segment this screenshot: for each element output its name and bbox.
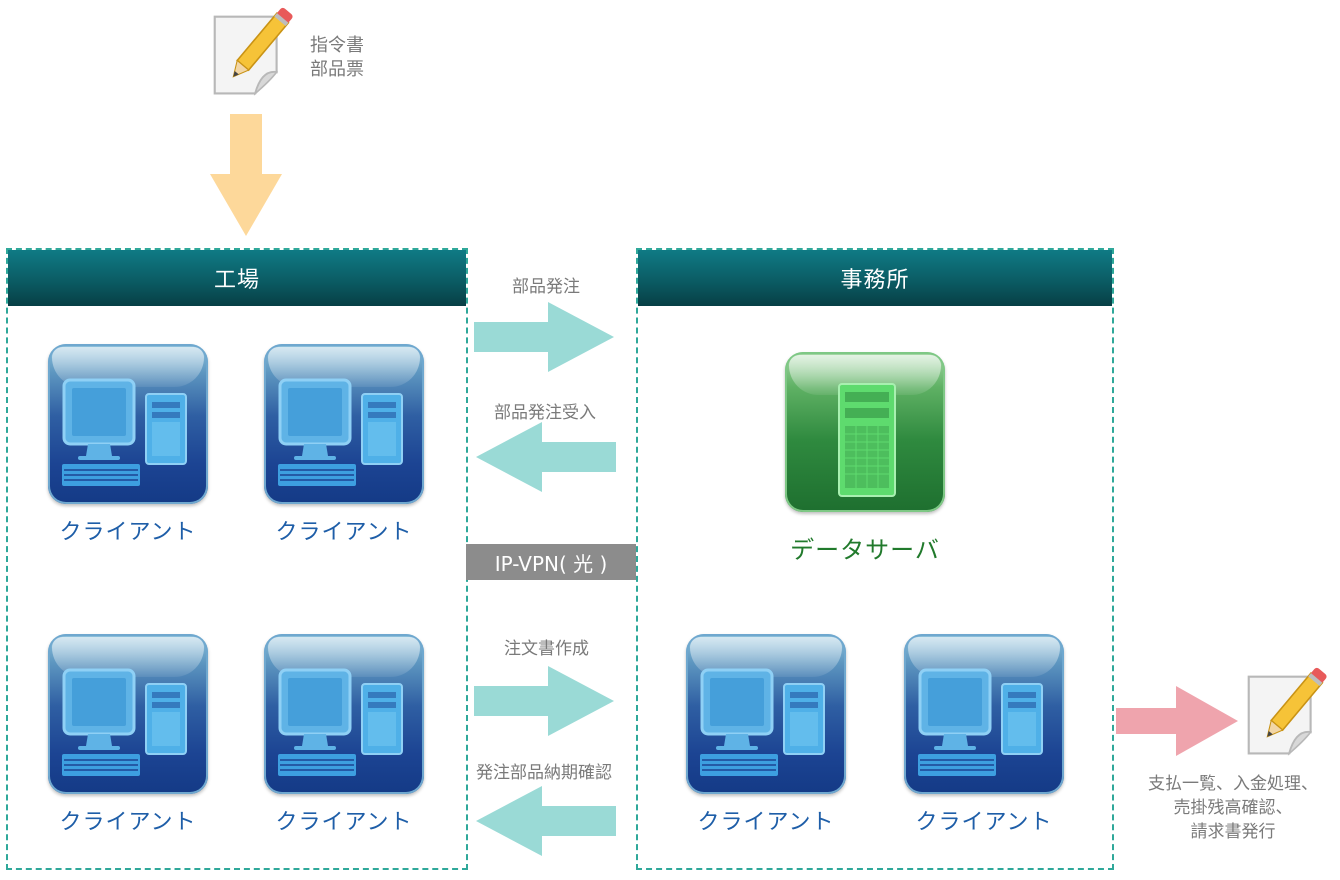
- flow-arrow-left: [476, 786, 616, 856]
- computer-icon: [904, 634, 1064, 794]
- output-document-line: 売掛残高確認、: [1173, 798, 1293, 818]
- client-label: クライアント: [59, 520, 197, 545]
- client-label: クライアント: [275, 810, 413, 835]
- flow-label-delivery-check: 発注部品納期確認: [476, 763, 612, 783]
- factory-client-1[interactable]: クライアント: [48, 344, 208, 554]
- client-tile: [686, 634, 846, 794]
- pencil-document-icon: [206, 6, 296, 102]
- factory-client-2[interactable]: クライアント: [264, 344, 424, 554]
- flow-label-order: 部品発注: [512, 277, 580, 297]
- client-label: クライアント: [275, 520, 413, 545]
- server-icon: [838, 383, 896, 497]
- input-document: [206, 6, 296, 102]
- flow-label-order-receive: 部品発注受入: [494, 403, 596, 423]
- office-client-1[interactable]: クライアント: [686, 634, 846, 844]
- client-tile: [48, 344, 208, 504]
- output-document-line: 支払一覧、入金処理、: [1148, 774, 1318, 794]
- vpn-badge: IP-VPN( 光 ): [466, 544, 636, 580]
- computer-icon: [264, 634, 424, 794]
- factory-client-3[interactable]: クライアント: [48, 634, 208, 844]
- computer-icon: [686, 634, 846, 794]
- computer-icon: [48, 344, 208, 504]
- client-tile: [904, 634, 1064, 794]
- output-document-line: 請求書発行: [1190, 822, 1276, 842]
- client-tile: [264, 344, 424, 504]
- client-tile: [48, 634, 208, 794]
- input-arrow-down: [210, 114, 282, 236]
- flow-arrow-right: [474, 666, 614, 736]
- input-document-line: 指令書: [310, 35, 364, 56]
- output-document: [1240, 666, 1330, 762]
- input-document-label: 指令書 部品票: [310, 34, 364, 82]
- factory-zone: 工場: [6, 248, 468, 870]
- pencil-document-icon: [1240, 666, 1330, 762]
- computer-icon: [48, 634, 208, 794]
- office-title: 事務所: [638, 250, 1112, 306]
- output-document-label: 支払一覧、入金処理、 売掛残高確認、 請求書発行: [1128, 772, 1338, 844]
- factory-title: 工場: [8, 250, 466, 306]
- flow-label-purchase-order: 注文書作成: [504, 639, 589, 659]
- server-label: データサーバ: [790, 536, 940, 564]
- input-document-line: 部品票: [310, 59, 364, 80]
- flow-arrow-left: [476, 422, 616, 492]
- office-client-2[interactable]: クライアント: [904, 634, 1064, 844]
- flow-arrow-right: [474, 302, 614, 372]
- computer-icon: [264, 344, 424, 504]
- office-zone: 事務所: [636, 248, 1114, 870]
- client-label: クライアント: [915, 810, 1053, 835]
- output-arrow-right: [1116, 686, 1238, 756]
- factory-client-4[interactable]: クライアント: [264, 634, 424, 844]
- data-server[interactable]: [785, 352, 945, 512]
- client-tile: [264, 634, 424, 794]
- client-label: クライアント: [59, 810, 197, 835]
- client-label: クライアント: [697, 810, 835, 835]
